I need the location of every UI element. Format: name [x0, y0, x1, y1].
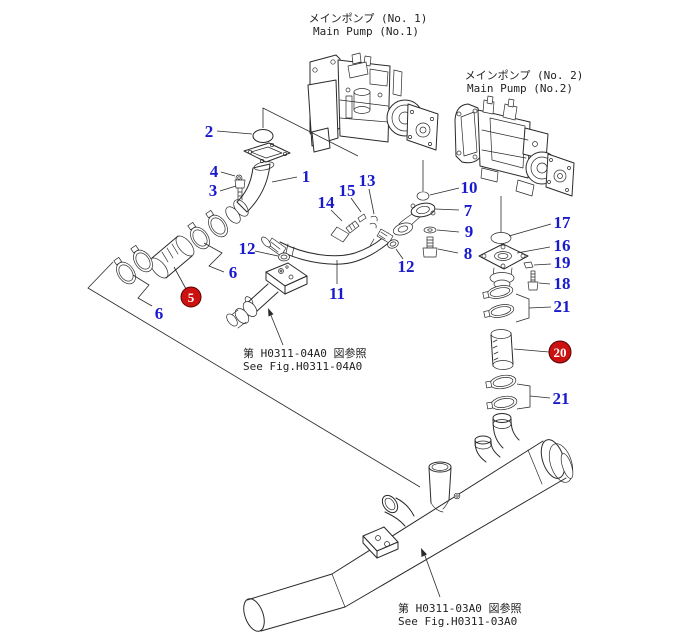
callout-7[interactable]: 7	[464, 201, 473, 220]
callout-8[interactable]: 8	[464, 244, 473, 263]
pump1-label: メインポンプ (No. 1) Main Pump (No.1)	[309, 12, 428, 38]
callout-6b[interactable]: 6	[229, 263, 238, 282]
callout-20[interactable]: 20	[554, 345, 567, 360]
callouts: 1 2 3 4 6 6 7 8 9 10 11 12 12 13 14 15 1…	[155, 122, 572, 408]
callout-3[interactable]: 3	[209, 181, 218, 200]
callout-2[interactable]: 2	[205, 122, 214, 141]
callout-11[interactable]: 11	[329, 284, 345, 303]
callout-15[interactable]: 15	[339, 181, 356, 200]
callout-21a[interactable]: 21	[554, 297, 571, 316]
callout-5[interactable]: 5	[188, 290, 195, 305]
callout-17[interactable]: 17	[554, 213, 572, 232]
fitting-block-see-fig-04a0	[226, 262, 308, 329]
highlighted-callout-20[interactable]: 20	[548, 340, 572, 364]
elbow-pipe-part-1	[225, 107, 359, 224]
elbow-fitting-part-7	[392, 160, 438, 258]
see-fig-03a0-jp: 第 H0311-03A0 図参照	[398, 601, 521, 615]
leader-arrow	[268, 308, 274, 317]
see-fig-03a0-en: See Fig.H0311-03A0	[398, 615, 517, 628]
highlighted-callout-5[interactable]: 5	[180, 286, 202, 308]
see-fig-04a0-en: See Fig.H0311-04A0	[243, 360, 362, 373]
callout-10[interactable]: 10	[461, 178, 478, 197]
callout-21b[interactable]: 21	[553, 389, 570, 408]
leader-arrow	[421, 548, 427, 557]
callout-14[interactable]: 14	[318, 193, 336, 212]
see-fig-04a0-jp: 第 H0311-04A0 図参照	[243, 346, 366, 360]
pump2-label-jp: メインポンプ (No. 2)	[465, 69, 584, 82]
callout-12a[interactable]: 12	[239, 239, 256, 258]
manifold-pipe-drawing	[243, 413, 574, 632]
callout-4[interactable]: 4	[210, 162, 219, 181]
main-pump-2-drawing	[454, 95, 575, 197]
see-fig-04a0-callout: 第 H0311-04A0 図参照 See Fig.H0311-04A0	[243, 308, 366, 373]
pump2-label: メインポンプ (No. 2) Main Pump (No.2)	[465, 69, 584, 95]
callout-leaders	[216, 130, 552, 399]
main-pump-1-drawing	[307, 52, 439, 153]
pump1-label-en: Main Pump (No.1)	[313, 25, 419, 38]
hose-part-11	[261, 213, 399, 265]
see-fig-03a0-callout: 第 H0311-03A0 図参照 See Fig.H0311-03A0	[398, 548, 521, 628]
pump1-label-jp: メインポンプ (No. 1)	[309, 12, 428, 25]
callout-6a[interactable]: 6	[155, 304, 164, 323]
callout-1[interactable]: 1	[302, 167, 311, 186]
callout-19[interactable]: 19	[554, 253, 571, 272]
callout-13[interactable]: 13	[359, 171, 376, 190]
flange-tube-group-right	[478, 196, 539, 411]
callout-18[interactable]: 18	[554, 274, 571, 293]
callout-9[interactable]: 9	[465, 222, 474, 241]
callout-12b[interactable]: 12	[398, 257, 415, 276]
callout-16[interactable]: 16	[554, 236, 571, 255]
hose-clamp-group	[87, 210, 421, 488]
pump2-label-en: Main Pump (No.2)	[467, 82, 573, 95]
